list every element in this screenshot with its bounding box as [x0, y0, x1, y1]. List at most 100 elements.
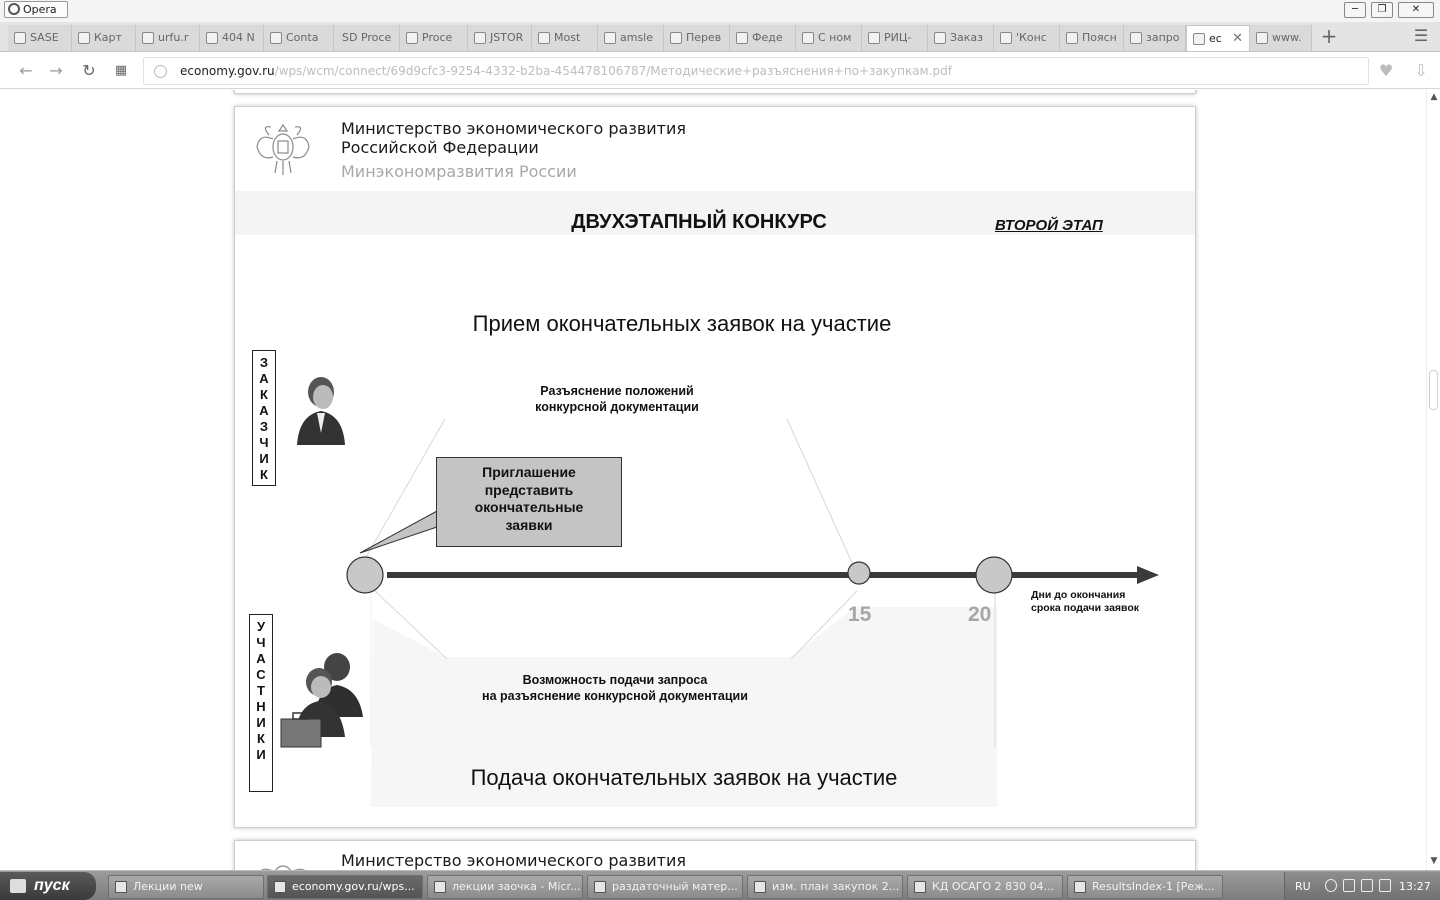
language-indicator[interactable]: RU [1295, 880, 1311, 893]
clarification-line2: конкурсной документации [535, 400, 699, 414]
close-window-button[interactable]: ✕ [1398, 2, 1434, 18]
tab-favicon-icon [868, 32, 880, 44]
top-heading: Прием окончательных заявок на участие [472, 311, 892, 336]
tab-label: 404 N [222, 31, 255, 44]
scrollbar-thumb[interactable] [1429, 370, 1438, 410]
tab-menu-button[interactable]: ☰ [1410, 27, 1432, 47]
pdf-viewer[interactable]: Министерство экономического развития Рос… [0, 90, 1426, 870]
word-icon [754, 881, 766, 893]
taskbar-item-folder[interactable]: Лекции new [108, 875, 264, 899]
coat-of-arms-icon [260, 865, 306, 870]
reload-button[interactable]: ↻ [77, 59, 101, 83]
display-icon[interactable] [1379, 879, 1391, 892]
tab-favicon-icon [474, 32, 486, 44]
network-icon[interactable] [1325, 879, 1337, 892]
opera-menu-button[interactable]: Opera [4, 1, 68, 18]
ministry-name-line2: Российской Федерации [341, 138, 539, 157]
tick-label-20: 20 [968, 603, 992, 626]
tab-404[interactable]: 404 N [200, 25, 264, 51]
tab-zapro[interactable]: запро [1124, 25, 1186, 51]
bluetooth-icon[interactable] [1361, 879, 1373, 892]
forward-button[interactable]: → [44, 59, 68, 83]
timeline-arrowhead [1137, 566, 1159, 584]
tab-poyasn[interactable]: Поясн [1060, 25, 1124, 51]
volume-icon[interactable] [1343, 879, 1355, 892]
tab-urfu[interactable]: urfu.r [136, 25, 200, 51]
back-button[interactable]: ← [14, 59, 38, 83]
start-button[interactable]: пуск [0, 872, 96, 900]
new-tab-button[interactable]: + [1318, 26, 1340, 48]
tab-label: Феде [752, 31, 783, 44]
start-label: пуск [34, 877, 70, 894]
address-field[interactable]: economy.gov.ru/wps/wcm/connect/69d9cfc3-… [143, 57, 1369, 85]
tab-close-icon[interactable]: ✕ [1232, 31, 1243, 46]
tab-label: РИЦ- [884, 31, 912, 44]
tick-label-15: 15 [848, 603, 872, 626]
tab-most[interactable]: Most [532, 25, 598, 51]
tab-amsle[interactable]: amsle [598, 25, 664, 51]
windows-flag-icon [10, 879, 26, 893]
bottom-heading: Подача окончательных заявок на участие [470, 765, 898, 790]
folder-icon [115, 881, 127, 893]
system-tray: RU 13:27 [1284, 872, 1440, 900]
callout-line1: Приглашение [482, 464, 576, 480]
maximize-button[interactable]: ❐ [1371, 2, 1393, 18]
minimize-button[interactable]: ─ [1344, 2, 1366, 18]
clock[interactable]: 13:27 [1399, 880, 1431, 893]
tab-ric[interactable]: РИЦ- [862, 25, 928, 51]
tab-economy-active[interactable]: ec ✕ [1186, 25, 1250, 51]
tab-favicon-icon [1256, 32, 1268, 44]
participants-letter: С [256, 667, 266, 682]
scroll-up-icon[interactable]: ▲ [1430, 92, 1438, 102]
vertical-scrollbar[interactable]: ▲ ▼ [1426, 90, 1440, 870]
tab-www[interactable]: www. [1250, 25, 1312, 51]
tab-zakaz[interactable]: Заказ [928, 25, 994, 51]
tab-favicon-icon [142, 32, 154, 44]
tab-fede[interactable]: Феде [730, 25, 796, 51]
taskbar-item-word-handout[interactable]: раздаточный матер... [587, 875, 743, 899]
request-line2: на разъяснение конкурсной документации [482, 689, 748, 703]
tab-label: www. [1272, 31, 1302, 44]
arrow-left-icon: ← [19, 61, 33, 80]
tab-jstor[interactable]: JSTOR [468, 25, 532, 51]
connector-line-top-right [786, 418, 854, 566]
taskbar-item-word-plan[interactable]: изм. план закупок 2... [747, 875, 903, 899]
tab-label: SASE [30, 31, 59, 44]
taskbar-item-word-lectures[interactable]: лекции заочка - Micr... [427, 875, 583, 899]
bookmark-button[interactable]: ♥ [1374, 59, 1398, 83]
taskbar-item-opera[interactable]: economy.gov.ru/wps... [267, 875, 423, 899]
tab-bar: SASE Карт urfu.r 404 N Conta SD Proce Pr… [0, 22, 1440, 52]
participants-letter: Т [257, 683, 265, 698]
tab-label: ec [1209, 32, 1222, 45]
tab-favicon-icon [14, 32, 26, 44]
tab-kons[interactable]: 'Конс [994, 25, 1060, 51]
word-icon [594, 881, 606, 893]
customer-letter: И [259, 451, 269, 466]
tab-proce[interactable]: Proce [400, 25, 468, 51]
speed-dial-button[interactable]: ▦ [109, 59, 133, 83]
tab-favicon-icon [802, 32, 814, 44]
timeline-diagram [280, 377, 1159, 807]
taskbar-item-word-results[interactable]: ResultsIndex-1 [Реж... [1067, 875, 1223, 899]
customer-letter: Ч [259, 435, 269, 450]
tab-favicon-icon [1066, 32, 1078, 44]
tab-favicon-icon [1000, 32, 1012, 44]
tab-karta[interactable]: Карт [72, 25, 136, 51]
participants-letter: Ч [256, 635, 266, 650]
tab-contact[interactable]: Conta [264, 25, 334, 51]
taskbar-item-label: изм. план закупок 2... [772, 880, 900, 893]
taskbar-item-word-osago[interactable]: КД ОСАГО 2 830 04... [907, 875, 1063, 899]
tab-s-nom[interactable]: С ном [796, 25, 862, 51]
scroll-down-icon[interactable]: ▼ [1430, 856, 1438, 866]
tab-label: С ном [818, 31, 852, 44]
clarification-line1: Разъяснение положений [540, 384, 694, 398]
maximize-icon: ❐ [1377, 4, 1387, 15]
address-path: /wps/wcm/connect/69d9cfc3-9254-4332-b2ba… [274, 64, 952, 78]
timeline-marker-15 [847, 561, 871, 585]
site-info-icon[interactable] [154, 65, 167, 78]
tab-sd-proce[interactable]: SD Proce [334, 25, 400, 51]
download-button[interactable]: ⇩ [1409, 59, 1433, 83]
tab-perev[interactable]: Перев [664, 25, 730, 51]
tab-label: 'Конс [1016, 31, 1047, 44]
tab-sase[interactable]: SASE [8, 25, 72, 51]
